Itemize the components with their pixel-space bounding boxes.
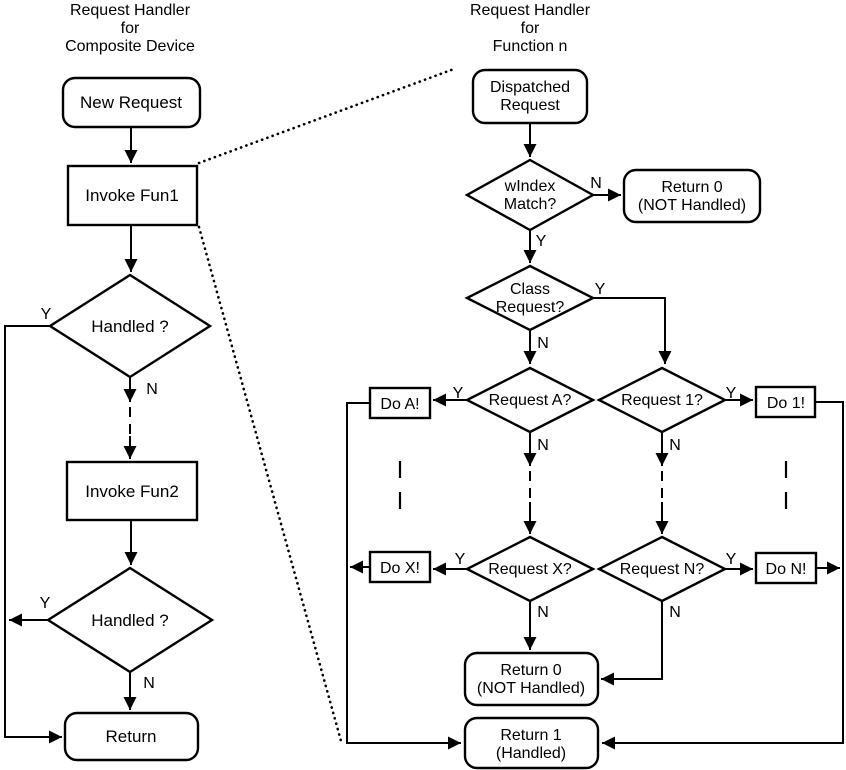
edge-handled1-yes-to-return	[4, 325, 62, 744]
node-dispatched-label2: Request	[500, 97, 560, 114]
node-invoke-fun2-label: Invoke Fun2	[85, 482, 179, 501]
node-do-n-label: Do N!	[766, 561, 807, 578]
node-do-1-label: Do 1!	[767, 395, 805, 412]
label-handled2-yes: Y	[40, 595, 51, 612]
edge-do1-collector-to-return1	[602, 401, 844, 750]
edge-requestn-no-to-return0	[601, 601, 663, 686]
left-flowchart-edges	[4, 127, 138, 744]
node-dispatched-label1: Dispatched	[490, 79, 570, 96]
node-windex-label2: Match?	[504, 196, 557, 213]
node-return	[63, 711, 200, 762]
label-requestn-no: N	[669, 604, 681, 621]
node-windex-label1: wIndex	[504, 178, 556, 195]
label-class-no: N	[537, 335, 549, 352]
label-windex-yes: Y	[536, 233, 547, 250]
label-class-yes: Y	[595, 281, 606, 298]
node-return0-top-label1: Return 0	[661, 179, 722, 196]
node-request-n-label: Request N?	[620, 561, 705, 578]
node-return0-bottom-label1: Return 0	[500, 662, 561, 679]
node-return0-top	[622, 168, 762, 224]
node-handled-1-label: Handled ?	[91, 317, 169, 336]
label-requesta-no: N	[537, 437, 549, 454]
node-request-x	[464, 535, 596, 603]
edge-doa-collector-to-return1	[346, 402, 461, 750]
node-class-label1: Class	[510, 281, 550, 298]
right-title-line1: Request Handler	[470, 2, 591, 19]
node-windex-match	[464, 158, 596, 232]
label-handled1-no: N	[146, 381, 158, 398]
node-return0-bottom	[463, 651, 600, 707]
edge-class-yes-to-request1	[593, 297, 672, 364]
node-do-n	[754, 551, 818, 585]
node-do-1	[754, 385, 817, 419]
label-requestx-yes: Y	[455, 551, 466, 568]
left-flowchart-nodes	[45, 76, 215, 762]
node-return1-label2: (Handled)	[496, 745, 566, 762]
node-request-a	[464, 366, 596, 434]
node-request-1	[596, 366, 728, 434]
node-request-a-label: Request A?	[489, 392, 572, 409]
label-windex-no: N	[590, 175, 602, 192]
right-flowchart-edges	[346, 123, 844, 750]
node-request-n	[596, 535, 728, 603]
node-class-request	[464, 264, 596, 332]
node-invoke-fun1-label: Invoke Fun1	[85, 186, 179, 205]
zoom-callout-line-bottom	[197, 225, 343, 743]
right-flowchart-text: Request Handler for Function n Dispatche…	[380, 2, 806, 762]
left-title-line1: Request Handler	[70, 2, 191, 19]
label-requestx-no: N	[537, 604, 549, 621]
node-do-a	[368, 386, 432, 420]
node-request-1-label: Request 1?	[621, 392, 703, 409]
node-invoke-fun2	[65, 460, 199, 522]
node-return-label: Return	[105, 727, 156, 746]
node-class-label2: Request?	[496, 299, 565, 316]
node-request-x-label: Request X?	[488, 561, 572, 578]
node-handled-2	[45, 566, 215, 674]
node-return0-bottom-label2: (NOT Handled)	[477, 680, 585, 697]
node-new-request	[61, 76, 202, 129]
zoom-callout-line-top	[197, 67, 456, 165]
label-handled1-yes: Y	[41, 306, 52, 323]
label-requesta-yes: Y	[453, 385, 464, 402]
node-return1-label1: Return 1	[500, 727, 561, 744]
label-request1-no: N	[669, 437, 681, 454]
node-handled-1	[47, 273, 213, 379]
node-invoke-fun1	[66, 164, 199, 227]
node-handled-2-label: Handled ?	[91, 611, 169, 630]
right-title-line3: Function n	[493, 38, 568, 55]
label-requestn-yes: Y	[726, 551, 737, 568]
node-do-x-label: Do X!	[380, 560, 420, 577]
node-dispatched-request	[471, 68, 589, 125]
node-return1	[463, 716, 600, 770]
node-new-request-label: New Request	[80, 93, 182, 112]
node-do-x	[368, 550, 432, 584]
right-flowchart-nodes	[368, 68, 818, 770]
right-title-line2: for	[521, 20, 540, 37]
left-flowchart-text: Request Handler for Composite Device New…	[40, 2, 195, 746]
label-handled2-no: N	[143, 675, 155, 692]
left-title-line2: for	[121, 20, 140, 37]
left-title-line3: Composite Device	[65, 38, 195, 55]
node-return0-top-label2: (NOT Handled)	[638, 197, 746, 214]
label-request1-yes: Y	[726, 385, 737, 402]
node-do-a-label: Do A!	[380, 396, 419, 413]
